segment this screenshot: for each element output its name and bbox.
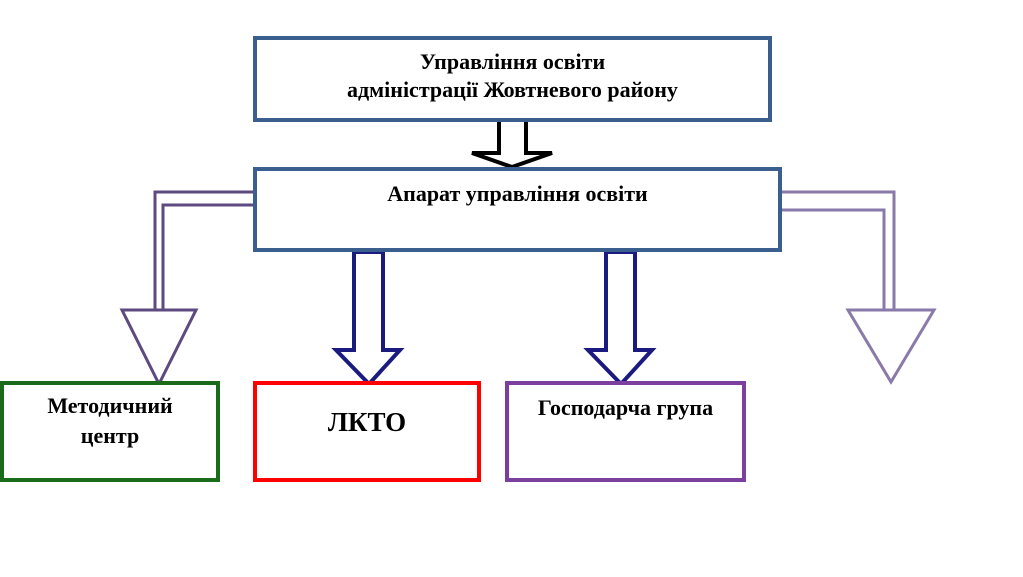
node-management-apparatus-label: Апарат управління освіти [387, 181, 648, 206]
node-lkto: ЛКТО [253, 381, 481, 482]
node-methodical-center-line2: центр [80, 423, 140, 448]
node-maintenance-group: Господарча група [505, 381, 746, 482]
arrow-middle-to-method [119, 190, 253, 388]
node-education-department-line2: адміністрації Жовтневого району [347, 77, 678, 102]
node-methodical-center-line1: Методичний [47, 393, 173, 418]
arrow-middle-to-right [782, 190, 937, 385]
node-education-department-line1: Управління освіти [419, 49, 606, 74]
node-lkto-label: ЛКТО [327, 407, 407, 437]
arrow-middle-to-lkto [331, 250, 405, 387]
node-methodical-center: Методичний центр [0, 381, 220, 482]
node-management-apparatus: Апарат управління освіти [253, 167, 782, 252]
node-education-department: Управління освіти адміністрації Жовтнево… [253, 36, 772, 122]
arrow-top-to-middle [471, 118, 553, 170]
node-maintenance-group-label: Господарча група [537, 395, 714, 420]
arrow-middle-to-gosp [583, 250, 657, 387]
